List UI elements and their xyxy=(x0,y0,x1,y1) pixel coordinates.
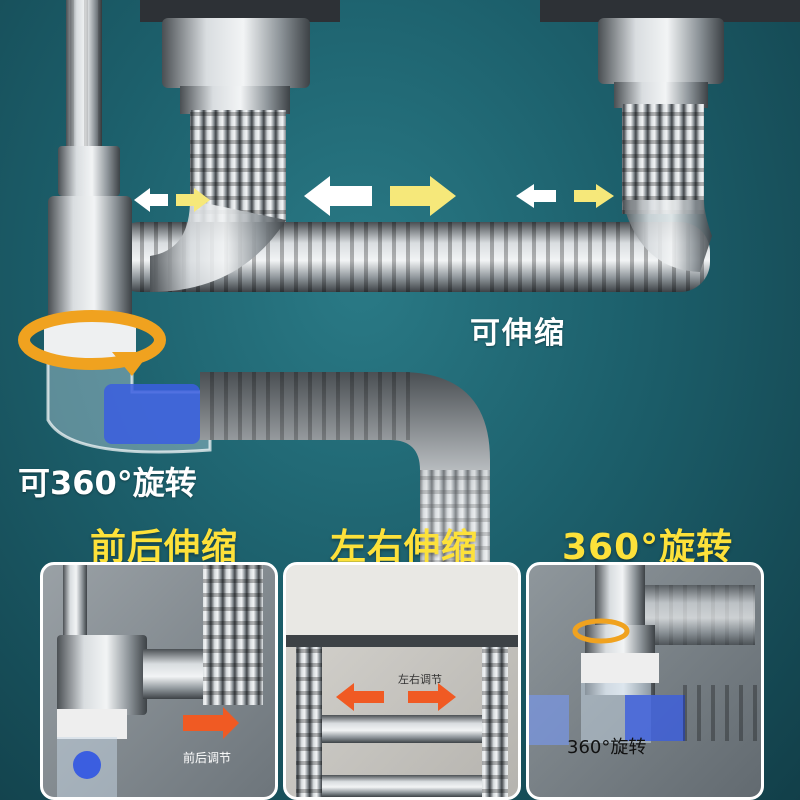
heading-front-back: 前后伸缩 xyxy=(90,527,239,568)
arrow-right-icon xyxy=(408,683,456,711)
panel-front-back: 前后调节 xyxy=(40,562,278,800)
arrow-left-icon xyxy=(336,683,384,711)
front-back-adjust-label: 前后调节 xyxy=(183,751,232,765)
panel-left-right: 左右调节 xyxy=(283,562,521,800)
extend-arrow-icon xyxy=(516,184,614,208)
extend-arrow-icon xyxy=(304,176,456,216)
rotation-arrow-icon xyxy=(18,310,166,376)
rotation-arrow-icon xyxy=(572,618,630,644)
left-right-adjust-label: 左右调节 xyxy=(398,673,442,686)
sink-right xyxy=(540,0,800,22)
heading-left-right: 左右伸缩 xyxy=(330,527,479,568)
drain-collar-left xyxy=(162,18,310,88)
sink-left xyxy=(140,0,340,22)
corrugated-hose-right-drop xyxy=(622,104,704,214)
blue-seal-ring xyxy=(104,384,200,444)
rotate360-label: 可360°旋转 xyxy=(18,464,197,502)
arrow-right-icon xyxy=(183,707,239,739)
rotation-label: 360°旋转 xyxy=(567,737,647,758)
drain-collar-right xyxy=(598,18,724,84)
extendable-label: 可伸缩 xyxy=(470,316,566,351)
braided-supply-hose xyxy=(58,0,120,196)
heading-rotation: 360°旋转 xyxy=(562,527,734,568)
extend-arrow-icon xyxy=(134,188,210,212)
tee-fitting xyxy=(48,196,132,326)
panel-rotation: 360°旋转 xyxy=(526,562,764,800)
